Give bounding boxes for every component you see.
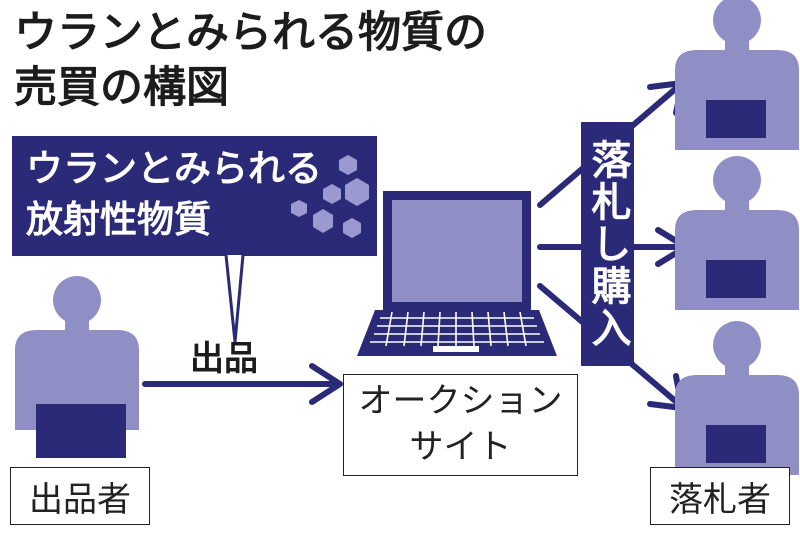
callout-line-1: ウランとみられる: [26, 147, 322, 190]
hexagon-icon: [339, 155, 357, 175]
auction-site-line-2: サイト: [409, 427, 512, 467]
purchase-label: 落札し購入: [581, 122, 634, 366]
title-line-2: 売買の構図: [14, 63, 229, 113]
auction-site-box: オークション サイト: [343, 374, 578, 476]
title-line-1: ウランとみられる物質の: [14, 8, 487, 58]
buyer-label: 落札者: [650, 467, 790, 525]
buyer-laptop-icon: [706, 100, 766, 138]
seller-laptop-icon: [36, 404, 126, 458]
auction-site-line-1: オークション: [358, 381, 563, 422]
callout-line-2: 放射性物質: [26, 198, 211, 241]
laptop-icon: [357, 191, 557, 356]
hexagon-icons: [291, 155, 369, 238]
hexagon-icon: [323, 184, 341, 204]
listing-label: 出品: [190, 339, 258, 379]
listing-arrow: [142, 363, 343, 405]
buyer-laptop-icon: [706, 260, 766, 298]
hexagon-icon: [345, 178, 369, 206]
buyer-laptop-icon: [706, 425, 766, 463]
callout-box: [12, 136, 377, 343]
hexagon-icon: [313, 209, 333, 233]
hexagon-icon: [343, 218, 361, 238]
hexagon-icon: [291, 200, 307, 217]
seller-label: 出品者: [10, 467, 150, 525]
